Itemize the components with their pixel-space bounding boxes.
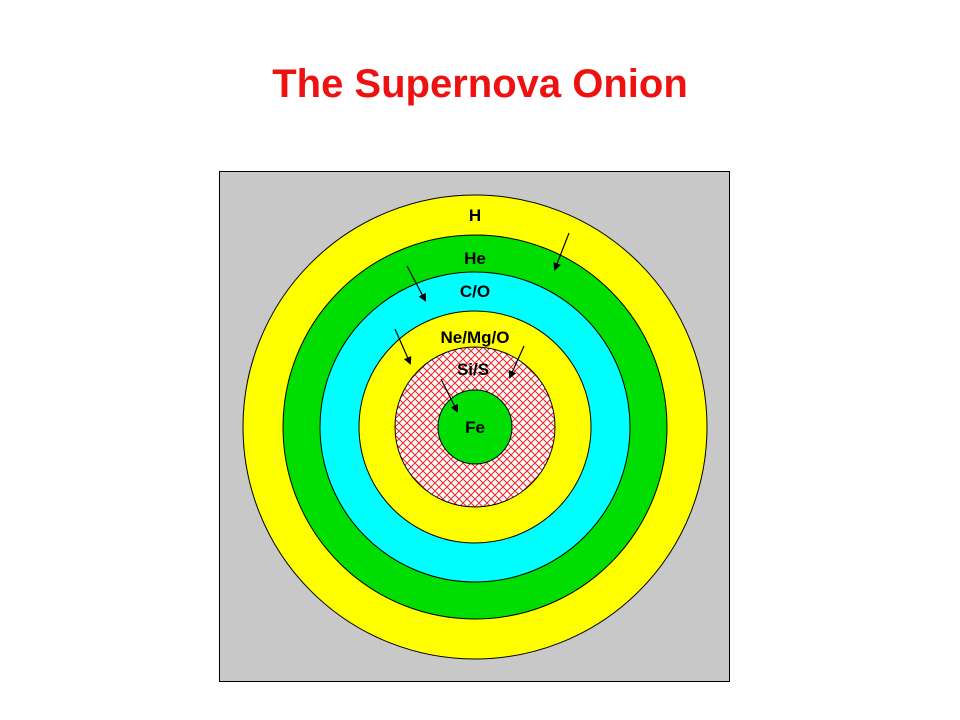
label-he: He [464,249,486,268]
arrow-he-boundary [553,232,570,271]
label-c-o: C/O [460,282,490,301]
arrow-c-o-boundary [406,265,426,302]
label-si-s: Si/S [457,360,489,379]
label-ne-mg-o: Ne/Mg/O [441,328,510,347]
onion-diagram: H He C/O Ne/Mg/O Si/S Fe [219,171,731,683]
arrow-ne-mg-o-boundary [394,328,412,365]
label-fe: Fe [465,418,485,437]
slide-title: The Supernova Onion [272,62,688,106]
label-h: H [469,206,481,225]
arrow-si-s-boundary [508,345,525,379]
onion-diagram-svg: H He C/O Ne/Mg/O Si/S Fe [219,171,730,682]
arrow-fe-boundary [440,378,458,413]
